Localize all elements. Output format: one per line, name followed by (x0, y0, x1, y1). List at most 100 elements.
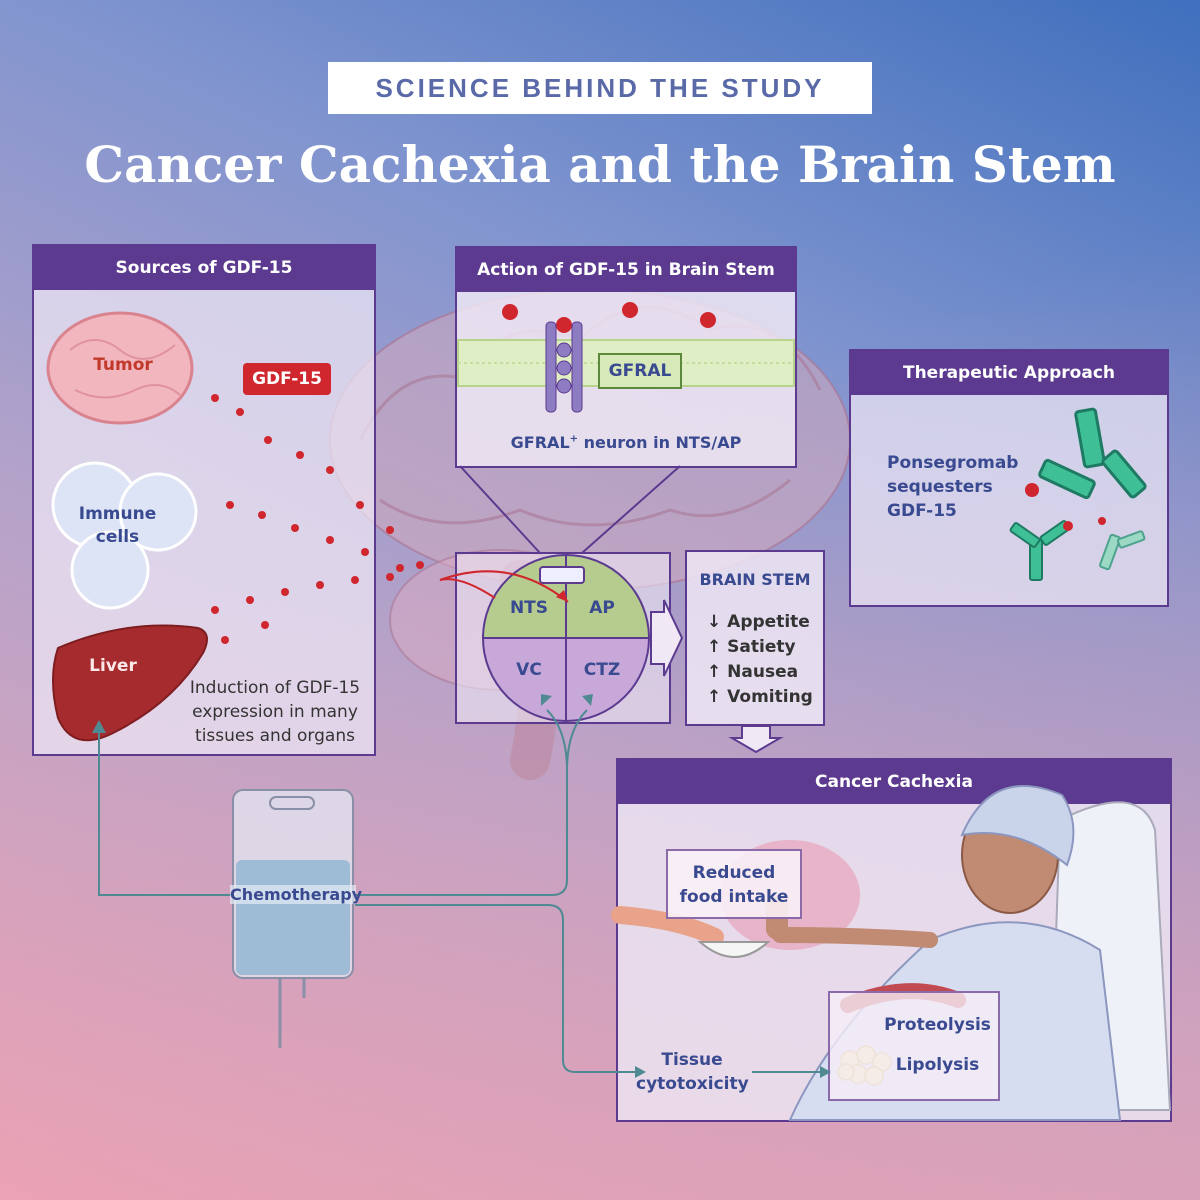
iv-tube (278, 978, 306, 1048)
banner: SCIENCE BEHIND THE STUDY (328, 62, 872, 114)
therapeutic-line: Ponsegromab (887, 453, 1019, 473)
neuron-sup: + (569, 433, 579, 445)
effect-arrow: ↑ (707, 637, 722, 657)
induction-line: Induction of GDF-15 (189, 678, 361, 698)
neuron-prefix: GFRAL (510, 433, 570, 452)
effect-text: Appetite (727, 612, 810, 632)
gdf15-dot (281, 588, 289, 596)
antibody (1038, 407, 1147, 500)
gdf15-dot (361, 548, 369, 556)
tumor-shape (46, 311, 194, 425)
gdf15-dot (416, 561, 424, 569)
reduced-line: food intake (679, 887, 789, 907)
therapeutic-heading: Therapeutic Approach (851, 351, 1167, 395)
gdf15-dot (326, 466, 334, 474)
gdf15-dot (356, 501, 364, 509)
proteolysis-lipolysis-box (828, 991, 1000, 1101)
immune-label-line1: Immune (78, 504, 157, 524)
gdf15-dot (226, 501, 234, 509)
therapeutic-text: Ponsegromab sequesters GDF-15 (887, 451, 1018, 523)
antibody (1009, 520, 1071, 581)
food-bowl (697, 941, 771, 958)
gdf15-dot (396, 564, 404, 572)
tissue-line: Tissue (661, 1050, 723, 1070)
therapeutic-line: GDF-15 (887, 501, 957, 521)
gdf15-dot (221, 636, 229, 644)
antibody (1099, 530, 1146, 571)
effect-satiety: ↑ Satiety (707, 635, 813, 660)
gdf15-molecule (622, 302, 638, 318)
induction-line: tissues and organs (195, 726, 355, 746)
bound-gdf15 (1098, 517, 1106, 525)
brainstem-effects-box: BRAIN STEM ↓ Appetite ↑ Satiety ↑ Nausea… (685, 550, 825, 726)
reduced-line: Reduced (692, 863, 776, 883)
chemotherapy-label: Chemotherapy (230, 885, 363, 904)
induction-line: expression in many (192, 702, 358, 722)
effect-nausea: ↑ Nausea (707, 660, 813, 685)
effect-arrow: ↑ (707, 687, 722, 707)
effects-list: ↓ Appetite ↑ Satiety ↑ Nausea ↑ Vomiting (707, 610, 813, 710)
arrowhead (92, 720, 106, 733)
gdf15-molecule (556, 317, 572, 333)
arrowhead (541, 694, 552, 706)
immune-cell (118, 472, 198, 552)
gdf15-arrow (439, 570, 569, 603)
gdf15-molecule (502, 304, 518, 320)
liver-label: Liver (89, 656, 137, 676)
action-panel: Action of GDF-15 in Brain Stem (455, 246, 797, 468)
tissue-cytotoxicity: Tissue cytotoxicity (636, 1048, 749, 1096)
ap-label: AP (589, 598, 615, 618)
arrowhead (582, 694, 593, 706)
brainstem-heading: BRAIN STEM (699, 570, 811, 589)
head-scarf (960, 785, 1075, 867)
tissue-line: cytotoxicity (636, 1074, 749, 1094)
receptor-complex (545, 321, 583, 413)
gdf15-dot (351, 576, 359, 584)
page-title: Cancer Cachexia and the Brain Stem (84, 135, 1116, 194)
effect-arrow: ↓ (707, 612, 722, 632)
bound-gdf15 (1063, 521, 1073, 531)
gdf15-badge: GDF-15 (243, 363, 331, 395)
therapeutic-line: sequesters (887, 477, 993, 497)
proteolysis-label: Proteolysis (884, 1015, 991, 1035)
immune-cell (70, 530, 150, 610)
gdf15-dot (326, 536, 334, 544)
gdf15-dot (296, 451, 304, 459)
down-arrow (728, 725, 784, 754)
action-heading: Action of GDF-15 in Brain Stem (457, 248, 795, 292)
tumor-label: Tumor (93, 355, 153, 375)
bound-gdf15 (1025, 483, 1039, 497)
lipolysis-label: Lipolysis (895, 1055, 980, 1075)
reduced-intake-box: Reduced food intake (666, 849, 802, 919)
effect-text: Vomiting (727, 687, 813, 707)
gdf15-dot (261, 621, 269, 629)
effect-text: Nausea (727, 662, 799, 682)
iv-fluid (236, 860, 350, 975)
output-arrow (650, 599, 684, 677)
caregiver-arm (611, 906, 724, 946)
gdf15-dot (291, 524, 299, 532)
gdf15-badge-text: GDF-15 (252, 369, 322, 389)
cachexia-heading: Cancer Cachexia (618, 760, 1170, 804)
gdf15-dot (236, 408, 244, 416)
arrowhead (635, 1066, 646, 1078)
gdf15-dot (386, 526, 394, 534)
immune-label-line2: cells (95, 527, 140, 547)
arrowhead (820, 1066, 831, 1078)
liver-shape (52, 624, 208, 742)
gdf15-dot (264, 436, 272, 444)
ctz-label: CTZ (583, 660, 621, 680)
vc-label: VC (516, 660, 542, 680)
neuron-caption: GFRAL+ neuron in NTS/AP (455, 433, 797, 452)
gdf15-dot (386, 573, 394, 581)
neuron-suffix: neuron in NTS/AP (578, 433, 742, 452)
ap-region (565, 553, 651, 639)
connector-lines (98, 709, 820, 1073)
induction-text: Induction of GDF-15 expression in many t… (180, 676, 370, 748)
effect-appetite: ↓ Appetite (707, 610, 813, 635)
